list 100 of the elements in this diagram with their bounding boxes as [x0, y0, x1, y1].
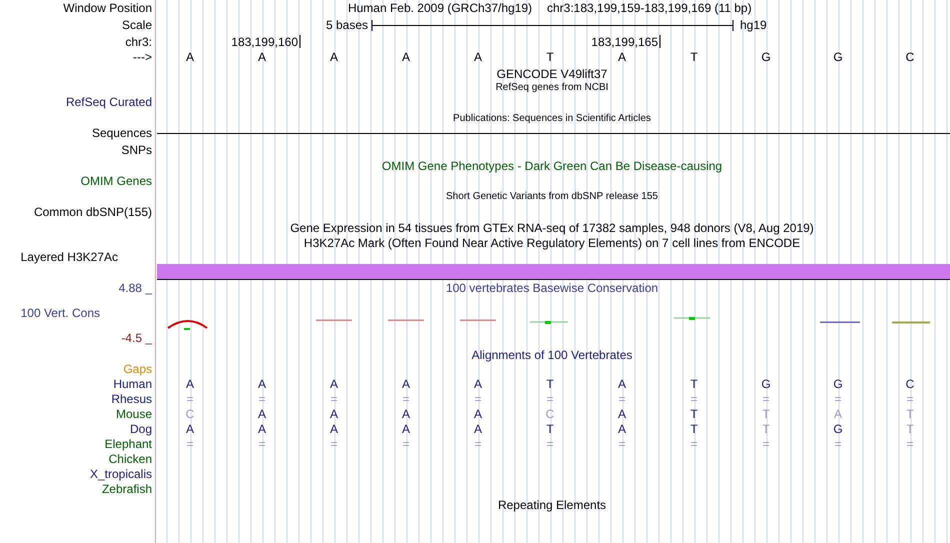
- base-letter: A: [402, 377, 410, 391]
- species-label: Mouse: [116, 407, 152, 421]
- track-title: GENCODE V49lift37: [496, 67, 608, 81]
- track-title: Alignments of 100 Vertebrates: [472, 348, 632, 362]
- base-letter: T: [906, 422, 914, 436]
- base-letter: C: [906, 377, 914, 391]
- gap-mark: =: [834, 392, 842, 406]
- base-letter: A: [186, 50, 194, 64]
- base-letter: A: [402, 422, 410, 436]
- track-label: Scale: [122, 18, 152, 32]
- track-title: Publications: Sequences in Scientific Articles: [453, 113, 651, 125]
- gap-mark: =: [474, 392, 482, 406]
- gap-mark: =: [186, 392, 194, 406]
- gap-mark: =: [402, 392, 410, 406]
- assembly-label: hg19: [740, 18, 767, 32]
- base-letter: A: [474, 377, 482, 391]
- window-coordinates: chr3:183,199,159-183,199,169 (11 bp): [547, 1, 752, 15]
- base-letter: G: [833, 422, 843, 436]
- base-letter: A: [330, 422, 338, 436]
- track-label: 100 Vert. Cons: [20, 306, 100, 320]
- track-title: OMIM Gene Phenotypes - Dark Green Can Be Disease-causing: [382, 159, 722, 173]
- gap-mark: =: [690, 392, 698, 406]
- track-title: Repeating Elements: [498, 498, 606, 512]
- species-label: Zebrafish: [102, 482, 152, 496]
- position-number: 183,199,160: [231, 35, 298, 49]
- gap-mark: =: [906, 392, 914, 406]
- gap-mark: =: [474, 437, 482, 451]
- species-label: Elephant: [104, 437, 152, 451]
- base-letter: T: [762, 422, 770, 436]
- base-letter: A: [618, 50, 626, 64]
- base-letter: A: [330, 377, 338, 391]
- gap-mark: =: [258, 437, 266, 451]
- track-label: OMIM Genes: [80, 174, 152, 188]
- track-label: Common dbSNP(155): [34, 205, 152, 219]
- strand-arrow: --->: [133, 50, 152, 64]
- track-label: chr3:: [125, 35, 152, 49]
- base-letter: T: [762, 407, 770, 421]
- gap-mark: =: [834, 437, 842, 451]
- gap-mark: =: [546, 392, 554, 406]
- base-letter: A: [258, 50, 266, 64]
- base-letter: A: [258, 422, 266, 436]
- assembly-name: Human Feb. 2009 (GRCh37/hg19): [348, 1, 532, 15]
- base-letter: G: [833, 377, 843, 391]
- base-letter: T: [546, 422, 554, 436]
- gap-mark: =: [762, 437, 770, 451]
- gap-mark: =: [402, 437, 410, 451]
- gap-mark: =: [186, 437, 194, 451]
- gap-mark: =: [330, 392, 338, 406]
- base-letter: C: [906, 50, 914, 64]
- base-letter: A: [618, 377, 626, 391]
- track-label: Gaps: [123, 362, 152, 376]
- base-letter: T: [690, 422, 698, 436]
- gap-mark: =: [690, 437, 698, 451]
- base-letter: G: [761, 377, 771, 391]
- track-title: RefSeq genes from NCBI: [496, 82, 608, 94]
- gap-mark: =: [618, 437, 626, 451]
- species-label: Chicken: [108, 452, 152, 466]
- base-letter: T: [690, 377, 698, 391]
- track-label: Layered H3K27Ac: [20, 250, 118, 264]
- base-letter: G: [761, 50, 771, 64]
- species-label: Dog: [130, 422, 152, 436]
- species-label: X_tropicalis: [90, 467, 152, 481]
- scale-length: 5 bases: [326, 18, 368, 32]
- track-label: Window Position: [63, 1, 152, 15]
- base-letter: A: [402, 50, 410, 64]
- gap-mark: =: [906, 437, 914, 451]
- gap-mark: =: [618, 392, 626, 406]
- base-letter: A: [834, 407, 842, 421]
- gap-mark: =: [258, 392, 266, 406]
- base-letter: A: [258, 377, 266, 391]
- base-letter: A: [618, 407, 626, 421]
- axis-max-value: 4.88 _: [118, 281, 152, 295]
- track-title: Short Genetic Variants from dbSNP release 155: [446, 191, 658, 203]
- gap-mark: =: [546, 437, 554, 451]
- base-letter: T: [690, 50, 698, 64]
- position-number: 183,199,165: [591, 35, 658, 49]
- axis-min-value: -4.5 _: [121, 331, 152, 345]
- base-letter: A: [258, 407, 266, 421]
- base-letter: A: [186, 422, 194, 436]
- track-title: 100 vertebrates Basewise Conservation: [446, 281, 658, 295]
- base-letter: G: [833, 50, 843, 64]
- base-letter: A: [474, 407, 482, 421]
- base-letter: T: [906, 407, 914, 421]
- gap-mark: =: [330, 437, 338, 451]
- base-letter: A: [618, 422, 626, 436]
- base-letter: A: [330, 50, 338, 64]
- track-label: SNPs: [121, 143, 152, 157]
- base-letter: A: [474, 422, 482, 436]
- base-letter: T: [690, 407, 698, 421]
- base-letter: A: [474, 50, 482, 64]
- track-label: RefSeq Curated: [66, 95, 152, 109]
- species-label: Human: [113, 377, 152, 391]
- base-letter: T: [546, 50, 554, 64]
- species-label: Rhesus: [111, 392, 152, 406]
- track-title: H3K27Ac Mark (Often Found Near Active Regulatory Elements) on 7 cell lines from ENCODE: [304, 236, 800, 250]
- track-label: Sequences: [92, 126, 152, 140]
- base-letter: A: [186, 377, 194, 391]
- base-letter: C: [546, 407, 554, 421]
- track-title: Gene Expression in 54 tissues from GTEx RNA-seq of 17382 samples, 948 donors (V8, Aug 2019): [290, 221, 814, 235]
- base-letter: C: [186, 407, 194, 421]
